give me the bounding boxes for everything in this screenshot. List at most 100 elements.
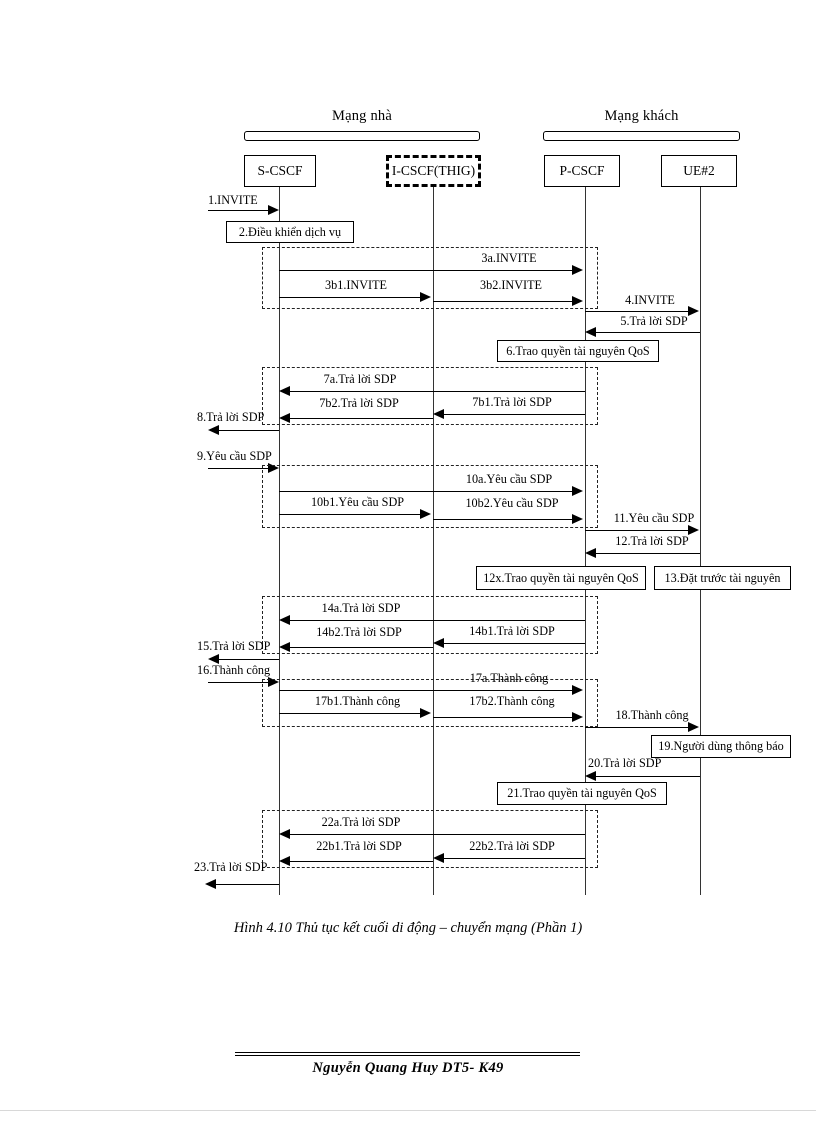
arrow-head-9: [268, 463, 279, 473]
message-label-14b2: 14b2.Trả lời SDP: [316, 625, 402, 639]
message-arrow-11: [585, 530, 688, 531]
arrow-head-14a: [279, 615, 290, 625]
node-p-cscf[interactable]: P-CSCF: [544, 155, 620, 187]
message-label-22a: 22a.Trả lời SDP: [321, 815, 401, 829]
arrow-head-22a: [279, 829, 290, 839]
node-s-cscf[interactable]: S-CSCF: [244, 155, 316, 187]
message-arrow-18: [585, 727, 688, 728]
arrow-head-3a: [572, 265, 583, 275]
message-label-16: 16.Thành công: [197, 663, 271, 677]
arrow-head-7a: [279, 386, 290, 396]
arrow-head-3b2: [572, 296, 583, 306]
message-label-10b2: 10b2.Yêu cầu SDP: [465, 496, 559, 510]
message-arrow-16: [208, 682, 270, 683]
message-arrow-3a: [279, 270, 574, 271]
message-label-22b1: 22b1.Trả lời SDP: [316, 839, 402, 853]
message-arrow-5: [596, 332, 700, 333]
message-arrow-10a: [279, 491, 574, 492]
process-label-6: 6.Trao quyền tài nguyên QoS: [506, 343, 650, 358]
message-label-1: 1.INVITE: [208, 193, 258, 207]
message-arrow-14b2: [290, 647, 433, 648]
process-box-2[interactable]: 2.Điều khiển dịch vụ: [226, 221, 354, 243]
arrow-head-22b2: [433, 853, 444, 863]
message-arrow-17a: [279, 690, 574, 691]
message-arrow-14a: [290, 620, 585, 621]
message-arrow-1: [208, 210, 270, 211]
process-label-19: 19.Người dùng thông báo: [658, 739, 784, 753]
message-label-17a: 17a.Thành công: [469, 671, 549, 685]
process-label-21: 21.Trao quyền tài nguyên QoS: [507, 786, 657, 800]
node-label-s-cscf: S-CSCF: [257, 163, 303, 178]
footer-rule-top: [235, 1052, 580, 1053]
arrow-head-17a: [572, 685, 583, 695]
arrow-head-17b1: [420, 708, 431, 718]
process-box-13[interactable]: 13.Đặt trước tài nguyên: [654, 566, 791, 590]
process-box-19[interactable]: 19.Người dùng thông báo: [651, 735, 791, 758]
message-label-17b2: 17b2.Thành công: [469, 694, 555, 708]
message-label-15: 15.Trả lời SDP: [197, 639, 271, 653]
arrow-head-1: [268, 205, 279, 215]
process-box-6[interactable]: 6.Trao quyền tài nguyên QoS: [497, 340, 659, 362]
dashed-region-sdp-answer-2: [262, 596, 598, 654]
arrow-head-16: [268, 677, 279, 687]
arrow-head-23: [205, 879, 216, 889]
arrow-head-14b1: [433, 638, 444, 648]
lifeline-p-cscf: [585, 187, 586, 895]
dashed-region-sdp-answer-3: [262, 810, 598, 868]
message-label-18: 18.Thành công: [615, 708, 689, 722]
footer-author: Nguyễn Quang Huy DT5- K49: [312, 1060, 504, 1076]
message-arrow-7a: [290, 391, 585, 392]
arrow-head-17b2: [572, 712, 583, 722]
message-label-5: 5.Trả lời SDP: [620, 314, 688, 328]
message-arrow-9: [208, 468, 270, 469]
arrow-head-5: [585, 327, 596, 337]
message-label-10b1: 10b1.Yêu cầu SDP: [310, 495, 405, 509]
message-arrow-3b1: [279, 297, 422, 298]
node-i-cscf[interactable]: I-CSCF(THIG): [386, 155, 481, 187]
message-label-12: 12.Trả lời SDP: [615, 534, 689, 548]
message-label-4: 4.INVITE: [625, 293, 675, 307]
message-label-14a: 14a.Trả lời SDP: [321, 601, 401, 615]
message-label-7b1: 7b1.Trả lời SDP: [472, 395, 552, 409]
message-label-3a: 3a.INVITE: [481, 251, 537, 265]
message-label-14b1: 14b1.Trả lời SDP: [469, 624, 555, 638]
message-arrow-4: [585, 311, 688, 312]
network-bar-home: [244, 131, 480, 141]
message-arrow-15: [219, 659, 279, 660]
node-label-p-cscf: P-CSCF: [559, 163, 605, 178]
network-label-home: Mạng nhà: [332, 108, 392, 124]
process-box-12x[interactable]: 12x.Trao quyền tài nguyên QoS: [476, 566, 646, 590]
message-label-20: 20.Trả lời SDP: [588, 756, 662, 770]
message-label-8: 8.Trả lời SDP: [197, 410, 265, 424]
message-arrow-23: [216, 884, 279, 885]
arrow-head-12: [585, 548, 596, 558]
message-arrow-10b2: [433, 519, 574, 520]
message-label-7a: 7a.Trả lời SDP: [323, 372, 397, 386]
node-ue2[interactable]: UE#2: [661, 155, 737, 187]
arrow-head-10b2: [572, 514, 583, 524]
process-label-13: 13.Đặt trước tài nguyên: [664, 570, 781, 585]
message-arrow-7b1: [444, 414, 585, 415]
dashed-region-invite: [262, 247, 598, 309]
message-label-3b2: 3b2.INVITE: [480, 278, 542, 292]
process-box-21[interactable]: 21.Trao quyền tài nguyên QoS: [497, 782, 667, 805]
arrow-head-7b1: [433, 409, 444, 419]
message-label-3b1: 3b1.INVITE: [325, 278, 387, 292]
message-arrow-22b2: [444, 858, 585, 859]
message-arrow-22a: [290, 834, 585, 835]
message-label-11: 11.Yêu cầu SDP: [613, 511, 695, 525]
arrow-head-15: [208, 654, 219, 664]
message-label-22b2: 22b2.Trả lời SDP: [469, 839, 555, 853]
message-arrow-10b1: [279, 514, 422, 515]
message-arrow-17b1: [279, 713, 422, 714]
process-label-12x: 12x.Trao quyền tài nguyên QoS: [483, 570, 639, 585]
lifeline-i-cscf: [433, 187, 434, 895]
arrow-head-10a: [572, 486, 583, 496]
message-label-23: 23.Trả lời SDP: [194, 860, 268, 874]
arrow-head-3b1: [420, 292, 431, 302]
message-arrow-3b2: [433, 301, 574, 302]
message-label-9: 9.Yêu cầu SDP: [197, 449, 272, 463]
arrow-head-11: [688, 525, 699, 535]
node-label-ue2: UE#2: [683, 163, 715, 178]
dashed-region-sdp-request: [262, 465, 598, 528]
